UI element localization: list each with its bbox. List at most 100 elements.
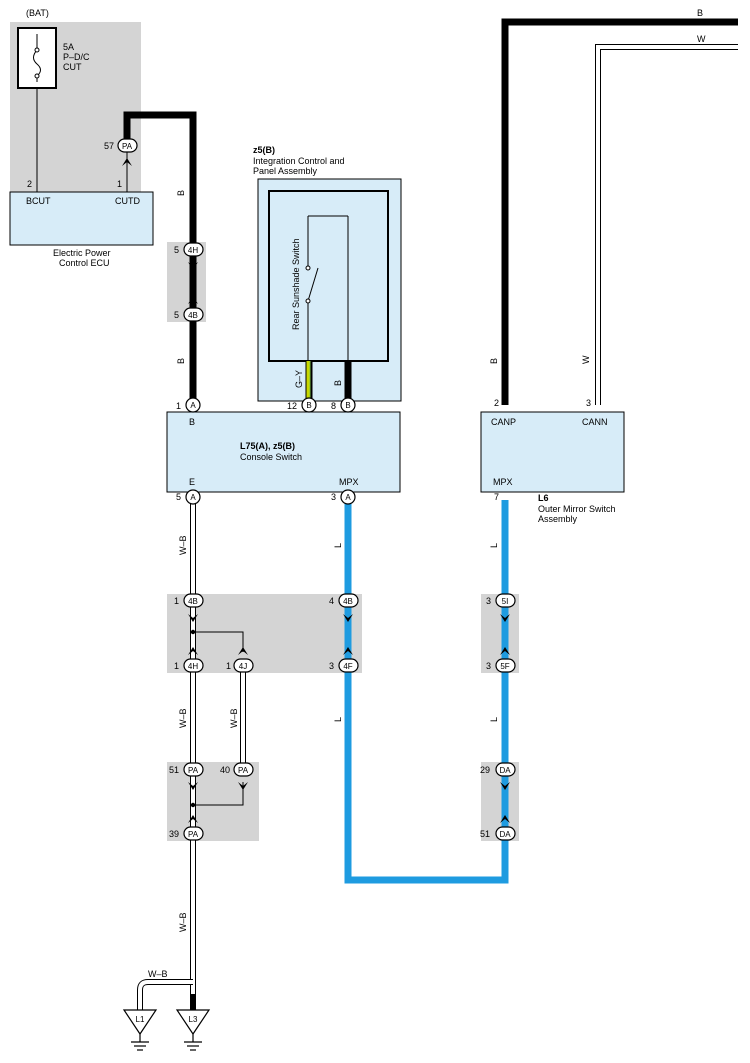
icp-name-2: Panel Assembly [253, 166, 318, 176]
mirror-pin-mpx: MPX [493, 477, 513, 487]
pin-5-4h: 5 [174, 245, 179, 255]
wire-label-w-top: W [697, 34, 706, 44]
pin-1-4h: 1 [174, 661, 179, 671]
ecu-pin-bcut: BCUT [26, 196, 51, 206]
connector-arrows [122, 158, 510, 823]
wire-label-b-top: B [697, 8, 703, 18]
conn-pa-39: PA [188, 830, 199, 839]
mirror-pin-cann: CANN [582, 417, 608, 427]
conn-pa-51: PA [188, 766, 199, 775]
fuse-amp: 5A [63, 42, 74, 52]
wire-label-l-3: L [333, 717, 343, 722]
ecu-name-1: Electric Power [53, 248, 111, 258]
console-code: L75(A), z5(B) [240, 441, 295, 451]
conn-4j-1: 4J [239, 662, 247, 671]
fuse-symbol [33, 34, 41, 82]
wire-label-w-1: W [581, 355, 591, 364]
wire-label-l-4: L [489, 717, 499, 722]
bat-label: (BAT) [26, 8, 49, 18]
rear-sunshade-switch-box [268, 190, 389, 362]
conn-b-12: B [306, 401, 311, 410]
connector-pills [117, 138, 516, 841]
ground-label-l3: L3 [189, 1015, 198, 1024]
fuse-name-1: P–D/C [63, 52, 90, 62]
pin-3-5i: 3 [486, 596, 491, 606]
wire-label-l-1: L [333, 543, 343, 548]
console-pin12: 12 [287, 401, 297, 411]
pin-5-4b: 5 [174, 310, 179, 320]
conn-da-29: DA [499, 766, 511, 775]
mirror-pin2: 2 [494, 398, 499, 408]
ground-label-l1: L1 [136, 1015, 145, 1024]
thin-wires [36, 88, 128, 192]
ecu-pin-bcut-no: 2 [27, 179, 32, 189]
conn-b-8: B [345, 401, 350, 410]
console-pin-b: B [189, 417, 195, 427]
conn-pa-40: PA [238, 766, 249, 775]
conn-4b-1: 4B [188, 597, 198, 606]
wire-label-wb-5: W–B [148, 969, 168, 979]
wire-label-b-3: B [333, 380, 343, 386]
wire-label-l-2: L [489, 543, 499, 548]
wire-l-console-mirror [344, 500, 509, 884]
pin-1-4b: 1 [174, 596, 179, 606]
pin-51-pa: 51 [169, 765, 179, 775]
pin-3-4f: 3 [329, 661, 334, 671]
mirror-pin3: 3 [586, 398, 591, 408]
console-pin8: 8 [331, 401, 336, 411]
wire-label-wb-3: W–B [229, 708, 239, 728]
pin-3-5f: 3 [486, 661, 491, 671]
wire-b-canp [501, 18, 738, 405]
conn-4f-3: 4F [343, 662, 352, 671]
ecu-pin-cutd-no: 1 [117, 179, 122, 189]
console-pin5: 5 [176, 492, 181, 502]
pin-51-da: 51 [480, 829, 490, 839]
switch-label: Rear Sunshade Switch [291, 238, 301, 330]
conn-a-5: A [190, 493, 196, 502]
switch-symbol [305, 215, 349, 361]
conn-5i-3: 5I [502, 597, 509, 606]
conn-5f-3: 5F [500, 662, 509, 671]
wire-label-b-4: B [489, 358, 499, 364]
wire-w-cann [595, 44, 738, 405]
mirror-name-2: Assembly [538, 514, 578, 524]
ecu-pin-cutd: CUTD [115, 196, 140, 206]
console-switch [166, 411, 401, 493]
conn-a-1: A [190, 401, 196, 410]
mirror-name-1: Outer Mirror Switch [538, 504, 616, 514]
console-pin1: 1 [176, 401, 181, 411]
console-name: Console Switch [240, 452, 302, 462]
conn-4h-1: 4H [188, 662, 198, 671]
fuse-name-2: CUT [63, 62, 82, 72]
wire-label-wb-2: W–B [178, 708, 188, 728]
wire-label-b-2: B [176, 358, 186, 364]
wire-label-wb-1: W–B [178, 535, 188, 555]
pin-29: 29 [480, 765, 490, 775]
mirror-pin-canp: CANP [491, 417, 516, 427]
ecu-name-2: Control ECU [59, 258, 110, 268]
conn-4b-top: 4B [188, 311, 198, 320]
console-pin3: 3 [331, 492, 336, 502]
ground-l1 [122, 1009, 158, 1051]
pin-4-4b: 4 [329, 596, 334, 606]
icp-name-1: Integration Control and [253, 156, 345, 166]
pin-40: 40 [220, 765, 230, 775]
conn-da-51: DA [499, 830, 511, 839]
pin-39: 39 [169, 829, 179, 839]
pin-1-4j: 1 [226, 661, 231, 671]
wire-label-b-1: B [176, 190, 186, 196]
wire-label-gy: G–Y [294, 370, 304, 388]
conn-4h-top: 4H [188, 246, 198, 255]
electric-power-control-ecu [9, 191, 154, 246]
pin-57: 57 [104, 141, 114, 151]
outer-mirror-switch-assembly [480, 411, 625, 493]
conn-a-3: A [345, 493, 351, 502]
wire-w-b [137, 500, 246, 1010]
conn-pa-57: PA [122, 142, 133, 151]
mirror-pin7: 7 [494, 492, 499, 502]
mirror-code: L6 [538, 493, 549, 503]
console-pin-mpx: MPX [339, 477, 359, 487]
conn-4b-4: 4B [343, 597, 353, 606]
wire-label-wb-4: W–B [178, 912, 188, 932]
